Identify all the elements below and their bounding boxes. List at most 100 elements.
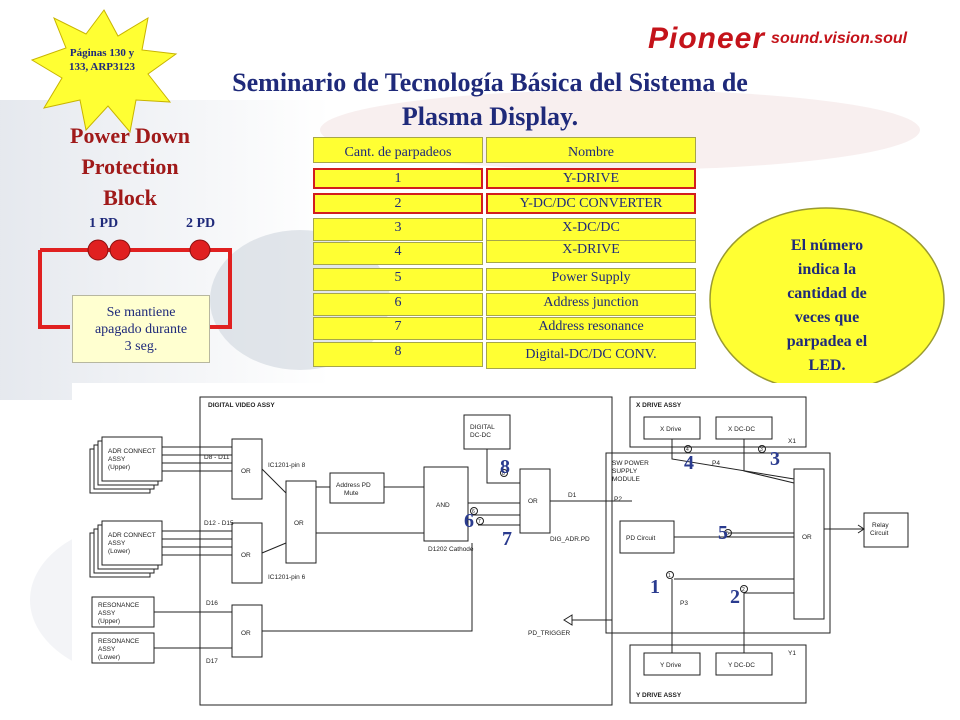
svg-text:P4: P4 bbox=[712, 460, 720, 467]
table-row-3-name: X-DC/DC bbox=[486, 218, 696, 241]
svg-text:OR: OR bbox=[294, 520, 304, 527]
marker-6: 6 bbox=[464, 510, 474, 532]
svg-text:6: 6 bbox=[472, 509, 475, 515]
svg-text:ASSY: ASSY bbox=[98, 646, 116, 653]
table-row-8-name: Digital-DC/DC CONV. bbox=[486, 342, 696, 369]
table-header-count: Cant. de parpadeos bbox=[313, 137, 483, 163]
svg-text:ASSY: ASSY bbox=[108, 456, 126, 463]
svg-text:D16: D16 bbox=[206, 600, 218, 607]
table-header-name: Nombre bbox=[486, 137, 696, 163]
svg-text:X1: X1 bbox=[788, 438, 796, 445]
svg-text:ADR CONNECT: ADR CONNECT bbox=[108, 448, 156, 455]
pioneer-logo: Pioneer bbox=[648, 22, 766, 55]
table-row-4-count: 4 bbox=[313, 242, 483, 265]
table-row-1-count: 1 bbox=[313, 168, 483, 189]
svg-text:(Lower): (Lower) bbox=[98, 654, 120, 661]
marker-7: 7 bbox=[502, 528, 512, 550]
led-3 bbox=[189, 239, 211, 261]
marker-5: 5 bbox=[718, 522, 728, 544]
svg-text:OR: OR bbox=[802, 534, 812, 541]
svg-text:(Upper): (Upper) bbox=[108, 464, 130, 471]
svg-text:3: 3 bbox=[760, 447, 763, 453]
svg-text:1: 1 bbox=[668, 573, 671, 579]
svg-text:RESONANCE: RESONANCE bbox=[98, 638, 140, 645]
marker-4: 4 bbox=[684, 452, 694, 474]
brand-tagline: sound.vision.soul bbox=[771, 30, 908, 47]
label-digital-video-assy: DIGITAL VIDEO ASSY bbox=[208, 402, 275, 409]
resonance-upper-assy: RESONANCE ASSY (Upper) bbox=[91, 596, 155, 628]
svg-text:D8 - D11: D8 - D11 bbox=[204, 454, 230, 461]
marker-3: 3 bbox=[770, 448, 780, 470]
svg-text:8: 8 bbox=[502, 471, 505, 477]
svg-text:(Lower): (Lower) bbox=[108, 548, 130, 555]
svg-text:MODULE: MODULE bbox=[612, 476, 640, 483]
table-row-7-count: 7 bbox=[313, 317, 483, 340]
block-diagram: DIGITAL VIDEO ASSY DIGITAL DC-DC ADR CON… bbox=[72, 383, 928, 711]
marker-8: 8 bbox=[500, 456, 510, 478]
svg-text:DIGITAL: DIGITAL bbox=[470, 424, 495, 431]
svg-text:PD_TRIGGER: PD_TRIGGER bbox=[528, 630, 571, 637]
table-row-2-name: Y-DC/DC CONVERTER bbox=[486, 193, 696, 214]
table-row-1-name: Y-DRIVE bbox=[486, 168, 696, 189]
svg-text:IC1201-pin 8: IC1201-pin 8 bbox=[268, 462, 306, 469]
page-title: Seminario de Tecnología Básica del Siste… bbox=[232, 68, 748, 131]
svg-text:Y DC-DC: Y DC-DC bbox=[728, 662, 755, 669]
svg-text:ASSY: ASSY bbox=[98, 610, 116, 617]
svg-text:ADR CONNECT: ADR CONNECT bbox=[108, 532, 156, 539]
svg-text:P3: P3 bbox=[680, 600, 688, 607]
svg-text:DIG_ADR.PD: DIG_ADR.PD bbox=[550, 536, 590, 543]
led-1 bbox=[87, 239, 109, 261]
block-title: Power Down Protection Block bbox=[70, 123, 190, 210]
svg-text:OR: OR bbox=[241, 468, 251, 475]
table-row-7-name: Address resonance bbox=[486, 317, 696, 340]
svg-text:Y1: Y1 bbox=[788, 650, 796, 657]
adr-upper-assy: ADR CONNECT ASSY (Upper) bbox=[89, 436, 163, 494]
marker-1: 1 bbox=[650, 576, 660, 598]
svg-text:IC1201-pin 6: IC1201-pin 6 bbox=[268, 574, 306, 581]
pd2-label: 2 PD bbox=[186, 216, 216, 231]
svg-text:X Drive: X Drive bbox=[660, 426, 682, 433]
svg-text:SUPPLY: SUPPLY bbox=[612, 468, 638, 475]
svg-text:Relay: Relay bbox=[872, 522, 889, 529]
adr-lower-assy: ADR CONNECT ASSY (Lower) bbox=[89, 520, 163, 578]
svg-text:D1: D1 bbox=[568, 492, 577, 499]
pd1-label: 1 PD bbox=[89, 216, 119, 231]
svg-text:DC-DC: DC-DC bbox=[470, 432, 491, 439]
svg-text:OR: OR bbox=[241, 552, 251, 559]
svg-text:Mute: Mute bbox=[344, 490, 359, 497]
svg-text:SW POWER: SW POWER bbox=[612, 460, 649, 467]
svg-text:X DC-DC: X DC-DC bbox=[728, 426, 755, 433]
svg-text:OR: OR bbox=[528, 498, 538, 505]
marker-2: 2 bbox=[730, 586, 740, 608]
svg-text:PD Circuit: PD Circuit bbox=[626, 535, 655, 542]
starburst-text: Páginas 130 y 133, ARP3123 bbox=[69, 47, 135, 73]
led-2 bbox=[109, 239, 131, 261]
bubble-text: El número indica la cantidad de veces qu… bbox=[786, 237, 868, 374]
pd-loop-diagram bbox=[38, 239, 232, 329]
svg-text:RESONANCE: RESONANCE bbox=[98, 602, 140, 609]
table-row-5-count: 5 bbox=[313, 268, 483, 291]
svg-text:Y Drive: Y Drive bbox=[660, 662, 682, 669]
svg-text:5: 5 bbox=[726, 531, 729, 537]
svg-text:AND: AND bbox=[436, 502, 450, 509]
table-row-6-count: 6 bbox=[313, 293, 483, 316]
svg-text:P2: P2 bbox=[614, 496, 622, 503]
brand-logo: Pioneer sound.vision.soul bbox=[648, 22, 907, 56]
table-row-6-name: Address junction bbox=[486, 293, 696, 316]
svg-text:D12 - D15: D12 - D15 bbox=[204, 520, 234, 527]
svg-text:(Upper): (Upper) bbox=[98, 618, 120, 625]
svg-text:X DRIVE ASSY: X DRIVE ASSY bbox=[636, 402, 682, 409]
svg-text:Address PD: Address PD bbox=[336, 482, 371, 489]
svg-text:D17: D17 bbox=[206, 658, 218, 665]
svg-text:D1202 Cathode: D1202 Cathode bbox=[428, 546, 474, 553]
table-row-8-count: 8 bbox=[313, 342, 483, 367]
table-row-2-count: 2 bbox=[313, 193, 483, 214]
shutdown-note: Se mantiene apagado durante 3 seg. bbox=[72, 295, 210, 363]
starburst-note bbox=[30, 9, 178, 134]
table-row-4-name: X-DRIVE bbox=[486, 240, 696, 263]
svg-text:2: 2 bbox=[742, 587, 745, 593]
table-row-5-name: Power Supply bbox=[486, 268, 696, 291]
svg-text:ASSY: ASSY bbox=[108, 540, 126, 547]
svg-text:7: 7 bbox=[478, 519, 481, 525]
resonance-lower-assy: RESONANCE ASSY (Lower) bbox=[91, 632, 155, 664]
